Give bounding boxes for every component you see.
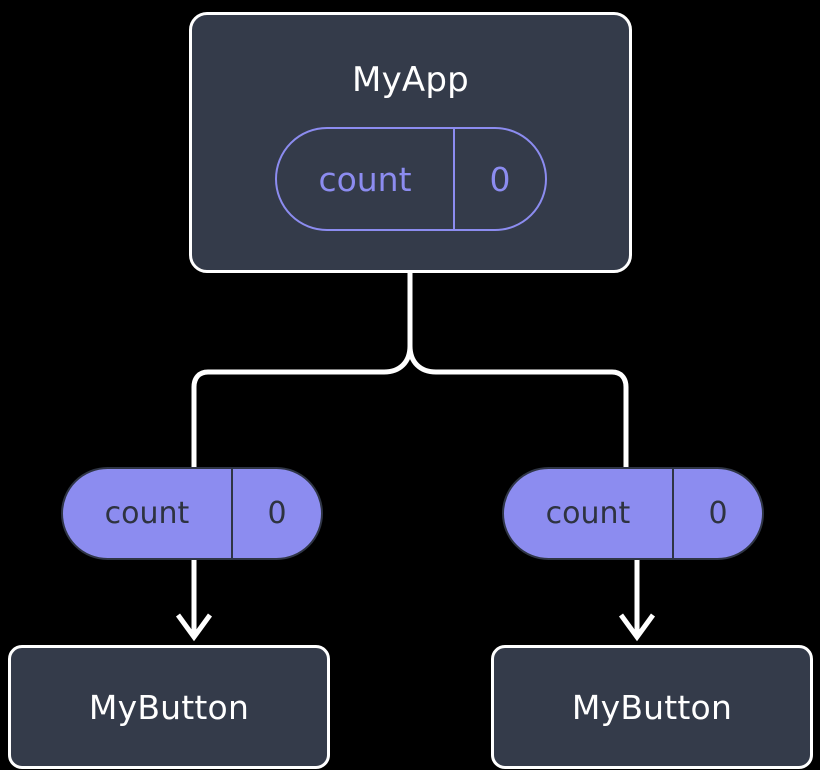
arrowhead-left-icon bbox=[175, 613, 213, 642]
wire-branch-left bbox=[191, 345, 413, 470]
prop-pill-left[interactable]: count 0 bbox=[61, 467, 323, 560]
state-pill-root[interactable]: count 0 bbox=[275, 127, 547, 231]
component-node-mybutton-left[interactable]: MyButton bbox=[8, 645, 330, 769]
component-node-mybutton-right[interactable]: MyButton bbox=[491, 645, 813, 769]
component-label-myapp: MyApp bbox=[352, 60, 469, 100]
component-label-mybutton-left: MyButton bbox=[88, 687, 250, 727]
wire-branch-right bbox=[407, 345, 629, 470]
prop-pill-right-value: 0 bbox=[708, 495, 728, 531]
state-pill-root-key: count bbox=[277, 129, 455, 229]
prop-pill-right-key: count bbox=[504, 469, 674, 558]
prop-pill-left-value: 0 bbox=[267, 495, 287, 531]
prop-pill-right[interactable]: count 0 bbox=[502, 467, 764, 560]
state-pill-root-value: 0 bbox=[489, 159, 511, 199]
prop-pill-left-key: count bbox=[63, 469, 233, 558]
component-label-mybutton-right: MyButton bbox=[571, 687, 733, 727]
arrowhead-right-icon bbox=[618, 613, 656, 642]
